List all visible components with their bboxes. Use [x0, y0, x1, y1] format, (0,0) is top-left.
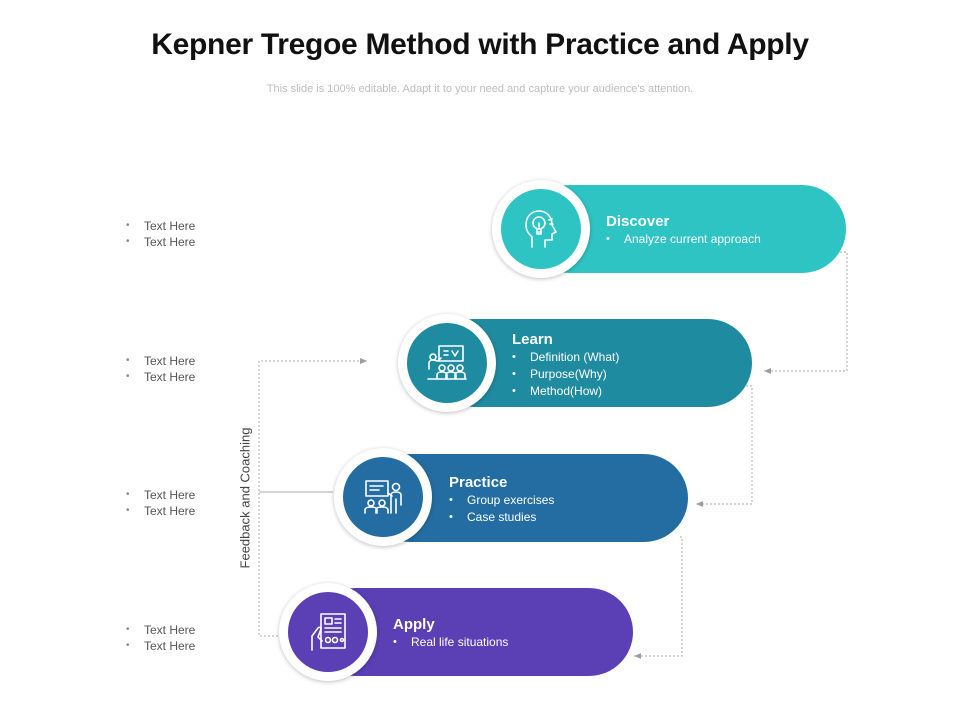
- step-discover-badge: [492, 180, 590, 278]
- step-learn-title: Learn: [512, 331, 553, 348]
- step-learn-bullets: Definition (What) Purpose(Why) Method(Ho…: [512, 349, 619, 400]
- left-bullets-3: Text Here Text Here: [126, 487, 195, 519]
- left-bullet: Text Here: [126, 622, 195, 638]
- step-practice-bullets: Group exercises Case studies: [449, 492, 554, 526]
- left-bullets-4: Text Here Text Here: [126, 622, 195, 654]
- page-title: Kepner Tregoe Method with Practice and A…: [151, 28, 809, 61]
- step-bullet: Purpose(Why): [512, 366, 619, 383]
- step-apply-bullets: Real life situations: [393, 634, 508, 651]
- page-subtitle: This slide is 100% editable. Adapt it to…: [266, 83, 694, 95]
- left-bullet: Text Here: [126, 234, 195, 250]
- connector-learn-practice: [696, 385, 753, 507]
- training-group-icon: [364, 480, 402, 514]
- left-bullet: Text Here: [126, 503, 195, 519]
- lightbulb-head-icon: [525, 210, 557, 248]
- presentation-audience-icon: [427, 345, 467, 380]
- left-bullet: Text Here: [126, 218, 195, 234]
- step-apply-badge: [279, 583, 377, 681]
- step-practice-badge: [334, 448, 432, 546]
- connector-feedback-loop: [258, 358, 367, 637]
- left-bullet: Text Here: [126, 487, 195, 503]
- step-bullet: Group exercises: [449, 492, 554, 509]
- left-bullet: Text Here: [126, 369, 195, 385]
- hand-document-icon: [311, 613, 346, 651]
- left-bullets-1: Text Here Text Here: [126, 218, 195, 250]
- feedback-coaching-label: Feedback and Coaching: [237, 427, 253, 569]
- step-learn-badge: [398, 314, 496, 412]
- step-discover-bullets: Analyze current approach: [606, 231, 761, 248]
- step-practice-title: Practice: [449, 474, 508, 491]
- left-bullet: Text Here: [126, 638, 195, 654]
- connector-practice-apply: [634, 536, 683, 659]
- step-bullet: Method(How): [512, 383, 619, 400]
- left-bullet: Text Here: [126, 353, 195, 369]
- step-apply-title: Apply: [393, 616, 435, 633]
- step-bullet: Definition (What): [512, 349, 619, 366]
- step-bullet: Real life situations: [393, 634, 508, 651]
- left-bullets-2: Text Here Text Here: [126, 353, 195, 385]
- step-discover-title: Discover: [606, 213, 670, 230]
- step-bullet: Analyze current approach: [606, 231, 761, 248]
- step-bullet: Case studies: [449, 509, 554, 526]
